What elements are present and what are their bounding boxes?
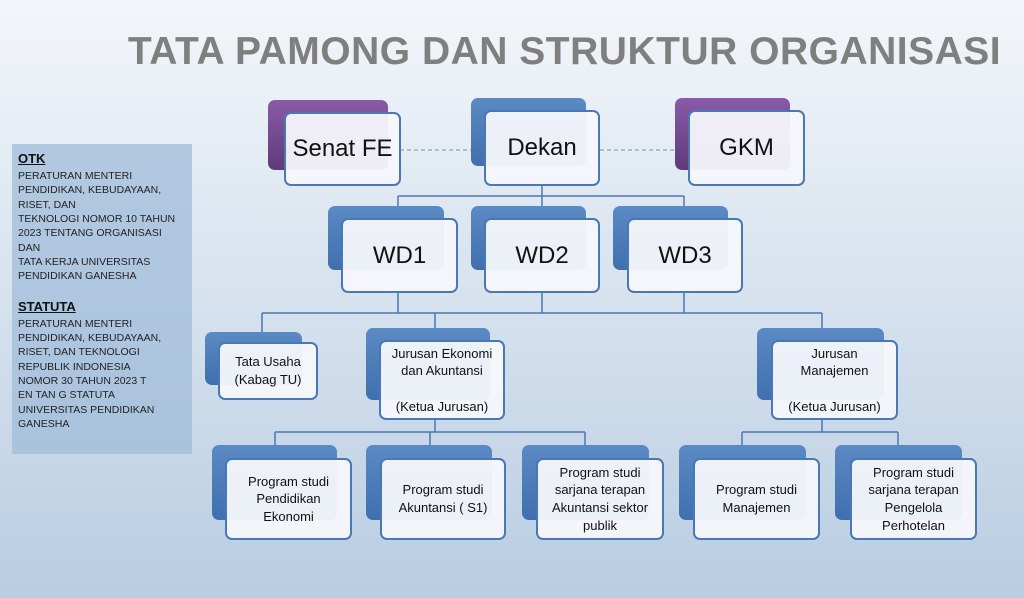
- ps-akuntansi-node: Program studi Akuntansi ( S1): [380, 458, 506, 540]
- dekan-node: Dekan: [484, 110, 600, 186]
- page-title: TATA PAMONG DAN STRUKTUR ORGANISASI: [127, 30, 1002, 73]
- statuta-text: PERATURAN MENTERI PENDIDIKAN, KEBUDAYAAN…: [18, 317, 162, 431]
- tata-usaha-node: Tata Usaha (Kabag TU): [218, 342, 318, 400]
- ps-perhotelan-node: Program studi sarjana terapan Pengelola …: [850, 458, 977, 540]
- ps-manajemen-node: Program studi Manajemen: [693, 458, 820, 540]
- legal-basis-panel: OTK PERATURAN MENTERI PENDIDIKAN, KEBUDA…: [12, 144, 192, 454]
- otk-heading: OTK: [18, 151, 46, 166]
- otk-text: PERATURAN MENTERI PENDIDIKAN, KEBUDAYAAN…: [18, 169, 176, 283]
- ps-pend-ekonomi-node: Program studi Pendidikan Ekonomi: [225, 458, 352, 540]
- wd3-node: WD3: [627, 218, 743, 293]
- jurusan-manajemen-node: Jurusan Manajemen (Ketua Jurusan): [771, 340, 898, 420]
- ps-akuntansi-publik-node: Program studi sarjana terapan Akuntansi …: [536, 458, 664, 540]
- wd2-node: WD2: [484, 218, 600, 293]
- statuta-heading: STATUTA: [18, 298, 76, 314]
- jurusan-ekonomi-node: Jurusan Ekonomi dan Akuntansi (Ketua Jur…: [379, 340, 505, 420]
- senat-node: Senat FE: [284, 112, 401, 186]
- gkm-node: GKM: [688, 110, 805, 186]
- wd1-node: WD1: [341, 218, 458, 293]
